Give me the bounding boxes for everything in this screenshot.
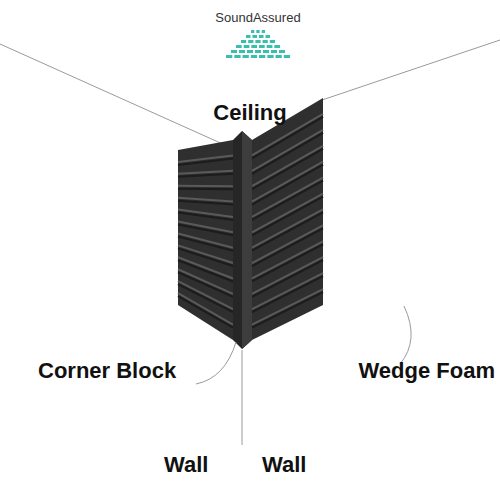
logo-dash (259, 35, 264, 38)
wedge-ridge (178, 233, 233, 247)
wedge-ridge (252, 178, 323, 217)
wedge-ridge (252, 130, 323, 171)
wedge-ridge (252, 273, 323, 309)
part-label: Wall (164, 452, 208, 478)
leader-line (400, 306, 411, 364)
logo-dash (266, 35, 271, 38)
wedge-ridge (178, 213, 233, 220)
wedge-ridge (252, 241, 323, 278)
wedge-ridge (178, 174, 233, 177)
logo-dash (270, 40, 275, 43)
wedge-ridge (178, 188, 233, 190)
logo-dash (259, 45, 265, 48)
ceiling-edge-line (0, 44, 236, 150)
logo-dash (284, 55, 290, 58)
wedge-ridge (252, 209, 323, 247)
logo-dash (263, 40, 268, 43)
logo-dash (236, 45, 242, 48)
logo-dash (279, 50, 285, 53)
wedge-ridge (178, 185, 233, 187)
logo-text: SoundAssured (215, 10, 300, 25)
logo-icon (226, 30, 290, 58)
logo-dash (246, 35, 251, 38)
part-label: Wall (262, 452, 306, 478)
logo-dash (251, 45, 257, 48)
wedge-ridge (252, 292, 323, 328)
logo-dash (262, 30, 265, 33)
logo-dash (267, 45, 273, 48)
wedge-ridge (178, 260, 233, 281)
logo-dash (244, 45, 250, 48)
wedge-ridge (178, 281, 233, 309)
wedge-ridge (178, 201, 233, 205)
wedge-ridge (252, 289, 323, 325)
wedge-ridge (178, 293, 233, 325)
wedge-ridge (252, 162, 323, 202)
logo-dash (255, 50, 261, 53)
wedge-ridge (178, 296, 233, 328)
logo-dash (271, 50, 277, 53)
logo-dash (239, 50, 245, 53)
logo-dash (243, 55, 249, 58)
left-foam-panel (178, 140, 233, 340)
part-label: Corner Block (38, 358, 176, 384)
logo-dash (241, 40, 246, 43)
logo-dash (255, 40, 260, 43)
wedge-ridge (178, 269, 233, 294)
wedge-ridge (252, 257, 323, 294)
wedge-ridge (252, 146, 323, 186)
logo-dash (234, 55, 240, 58)
right-foam-panel (252, 98, 323, 340)
wedge-ridge (178, 225, 233, 236)
logo-dash (248, 40, 253, 43)
part-label: Wedge Foam (358, 358, 495, 384)
corner-block-face (242, 131, 252, 349)
logo-dash (259, 55, 265, 58)
part-label: Ceiling (213, 100, 286, 126)
logo-dash (251, 30, 254, 33)
logo-dash (276, 55, 282, 58)
wall-edge-line (242, 350, 243, 445)
logo-dash (247, 50, 253, 53)
logo-dash (267, 55, 273, 58)
wedge-ridge (178, 158, 233, 165)
logo-dash (251, 55, 257, 58)
logo-dash (256, 30, 259, 33)
wedge-ridge (252, 225, 323, 263)
logo-dash (231, 50, 237, 53)
logo-dash (253, 35, 258, 38)
corner-block (233, 131, 252, 349)
wedge-ridge (252, 194, 323, 233)
logo-dash (226, 55, 232, 58)
logo-dash (263, 50, 269, 53)
leader-line (196, 342, 236, 384)
logo-dash (274, 45, 280, 48)
ceiling-edge-line (322, 40, 500, 100)
